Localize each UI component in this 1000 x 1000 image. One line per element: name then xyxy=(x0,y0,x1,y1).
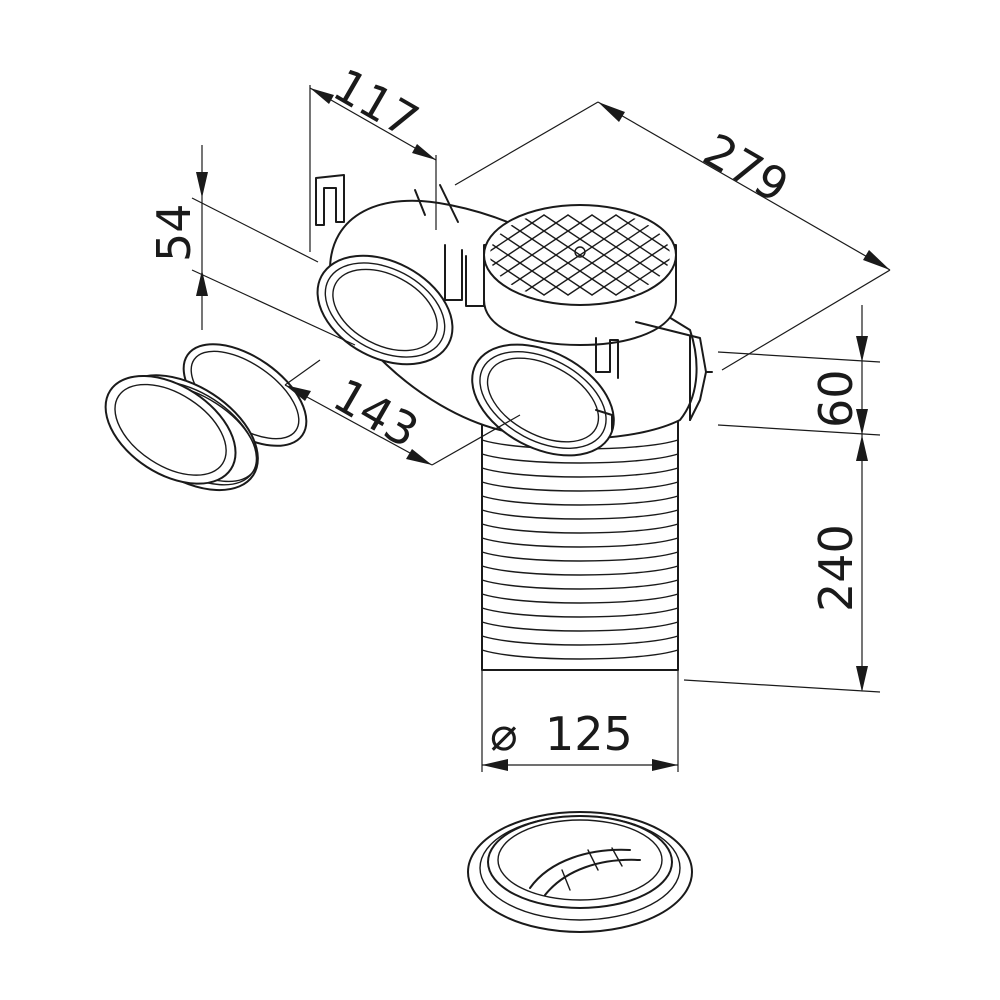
oval-adapter-collar xyxy=(104,374,259,492)
tube-rib xyxy=(481,495,679,506)
left-outlet-clips xyxy=(315,174,485,307)
dimension-117: 117 xyxy=(325,58,428,149)
tube-rib xyxy=(481,621,679,632)
grille-bar xyxy=(490,214,545,296)
left-oval-outlet xyxy=(316,254,454,366)
tube-rib xyxy=(481,523,679,534)
diameter-symbol: ⌀ xyxy=(490,707,518,761)
right-oval-outlet xyxy=(471,343,615,457)
dimension-54: 54 xyxy=(147,203,201,262)
grille-bar xyxy=(591,214,670,296)
grille-bar xyxy=(615,214,670,296)
tube-rib xyxy=(481,635,679,646)
tube-rib xyxy=(481,593,679,604)
grille-bar xyxy=(495,214,617,296)
corrugated-tube xyxy=(481,419,679,671)
dimension-125: 125 xyxy=(545,707,633,761)
grille-center-hub xyxy=(574,246,586,258)
tube-rib xyxy=(481,537,679,548)
tube-rib xyxy=(481,607,679,618)
grille-bar xyxy=(519,214,641,296)
tube-rib xyxy=(481,579,679,590)
dimension-279: 279 xyxy=(695,123,798,214)
grille-bar xyxy=(490,214,569,296)
dimension-lines xyxy=(191,85,891,772)
round-end-cap xyxy=(467,811,693,933)
grille-bar xyxy=(615,214,670,296)
grille-bar xyxy=(543,214,665,296)
tube-rib xyxy=(481,649,679,660)
dimension-240: 240 xyxy=(809,524,863,612)
tube-rib xyxy=(481,565,679,576)
tube-rib xyxy=(481,509,679,520)
dimension-60: 60 xyxy=(809,369,863,428)
tube-rib xyxy=(481,551,679,562)
tube-rib xyxy=(481,453,679,464)
tube-rib xyxy=(481,467,679,478)
tube-ribs xyxy=(481,439,679,660)
tube-rib xyxy=(481,481,679,492)
right-outlet-clips xyxy=(595,321,713,431)
grille-bar xyxy=(490,214,545,296)
